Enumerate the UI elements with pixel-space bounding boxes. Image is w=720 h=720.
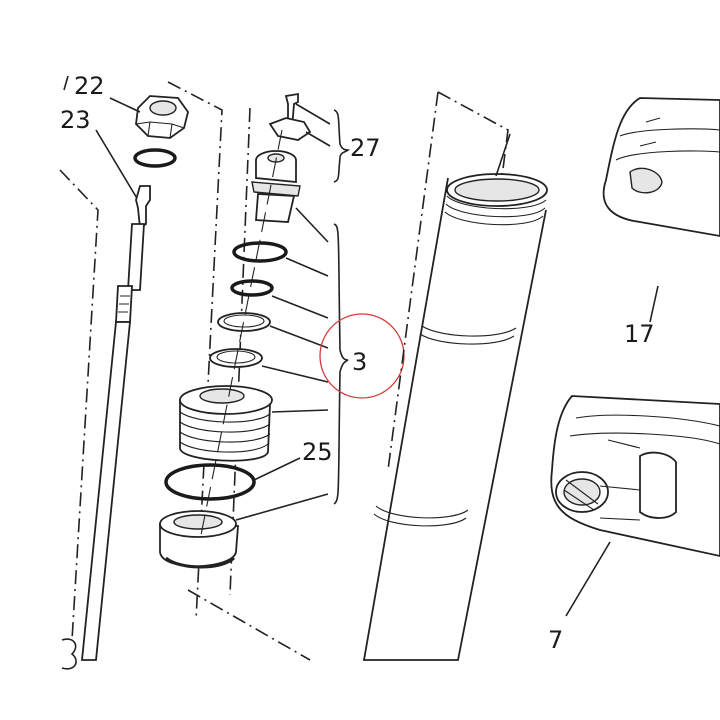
highlight-circle: [319, 313, 405, 399]
callout-27: 27: [350, 134, 381, 162]
bottom-envelope-line: [187, 589, 311, 661]
callout-17: 17: [624, 320, 655, 348]
callout-22: 22: [74, 72, 105, 100]
guide-bushing: [159, 510, 239, 569]
callout-3: 3: [352, 348, 367, 376]
leader-22: [109, 97, 141, 113]
leader-3e: [261, 365, 329, 383]
lock-nut: [135, 95, 189, 139]
leader-7: [565, 541, 611, 617]
bracket-3: [333, 223, 349, 505]
bracket-27: [333, 109, 350, 183]
leader-3d: [269, 325, 329, 349]
leader-25: [253, 457, 301, 481]
leader-3a: [295, 207, 329, 243]
damper-rod-assembly: 22 23: [59, 72, 223, 670]
tube-leader: [495, 133, 511, 177]
leader-3f: [271, 409, 329, 413]
valve-cap: [268, 117, 312, 141]
partial-numeral-mark: [61, 638, 77, 670]
cartridge-stack: 27: [159, 92, 405, 661]
callout-25: 25: [302, 438, 333, 466]
leader-27b: [305, 131, 331, 147]
leader-3b: [285, 257, 329, 277]
piston-valve: [251, 150, 301, 223]
lower-clamp: 7: [548, 395, 720, 654]
seal-ring-2: [230, 279, 274, 297]
damper-rod: [81, 185, 151, 661]
leader-23: [95, 129, 139, 201]
seal-ring-1: [232, 241, 288, 263]
fork-tube: [362, 91, 548, 661]
clamp-bore: [555, 471, 609, 513]
leader-3c: [271, 295, 329, 319]
leader-27a: [295, 103, 331, 125]
callout-23: 23: [60, 106, 91, 134]
large-o-ring: [164, 463, 256, 501]
upper-clamp: 17: [602, 97, 720, 348]
leader-3g: [235, 493, 329, 521]
leader-17: [649, 285, 659, 323]
bracket-tick: [63, 75, 69, 91]
tube-envelope-line-left: [387, 91, 439, 471]
callout-7: 7: [548, 626, 563, 654]
o-ring: [133, 148, 177, 168]
assembly-axis: [199, 129, 283, 541]
left-envelope-line: [59, 169, 99, 641]
washer-1: [217, 312, 271, 332]
threaded-cap: [179, 385, 273, 462]
